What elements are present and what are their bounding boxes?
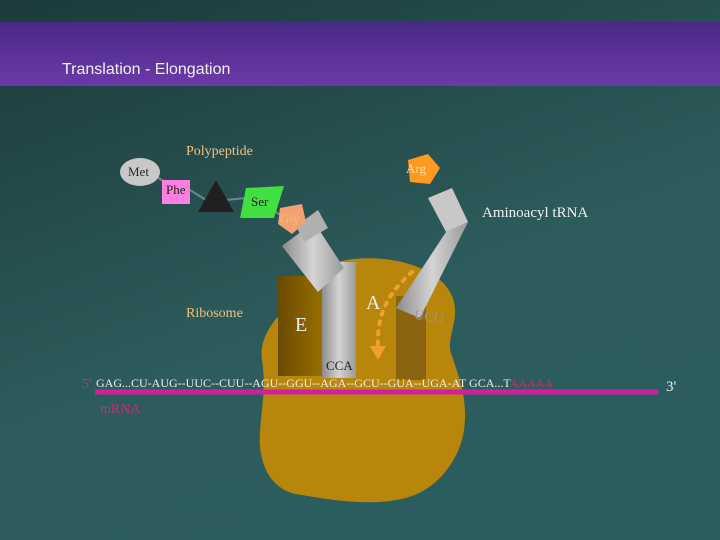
entry-arrow: [375, 270, 414, 350]
phe-label: Phe: [166, 182, 186, 197]
met-residue: [120, 158, 160, 186]
aminoacyl-trna-top: [428, 188, 468, 232]
arg-residue: [408, 154, 440, 184]
peptide-bond: [225, 197, 247, 201]
title-bar: [0, 22, 720, 86]
met-label: Met: [128, 164, 149, 179]
peptidyl-trna-arm: [296, 210, 328, 242]
five-prime-label: 5': [82, 377, 92, 392]
ribosome-label: Ribosome: [186, 306, 243, 321]
polypeptide-label: Polypeptide: [186, 144, 253, 159]
gly-label: Gly: [280, 211, 300, 226]
ser-residue: [240, 186, 284, 218]
leu-residue: [198, 180, 234, 212]
mrna-sequence: GAG...CU-AUG--UUC--CUU--AGU--GGU--AGA--G…: [96, 376, 554, 390]
a-site-label: A: [366, 292, 381, 314]
three-prime-label: 3': [666, 379, 677, 395]
leu-label: Leu: [202, 197, 223, 212]
e-site-slot: [278, 276, 324, 376]
peptide-bond: [189, 189, 207, 201]
mrna-label: mRNA: [100, 402, 141, 417]
e-site-label: E: [295, 314, 308, 336]
peptidyl-trna: [282, 222, 344, 292]
arg-label: Arg: [406, 161, 426, 176]
cca-label: CCA: [326, 358, 353, 373]
aminoacyl-trna-body: [396, 222, 468, 318]
phe-residue: [162, 180, 190, 204]
aminoacyl-trna-label: Aminoacyl tRNA: [482, 205, 589, 221]
slide-title: Translation - Elongation: [62, 61, 231, 78]
gly-residue: [278, 204, 306, 234]
entry-arrow-head: [370, 346, 386, 360]
ser-label: Ser: [251, 194, 269, 209]
